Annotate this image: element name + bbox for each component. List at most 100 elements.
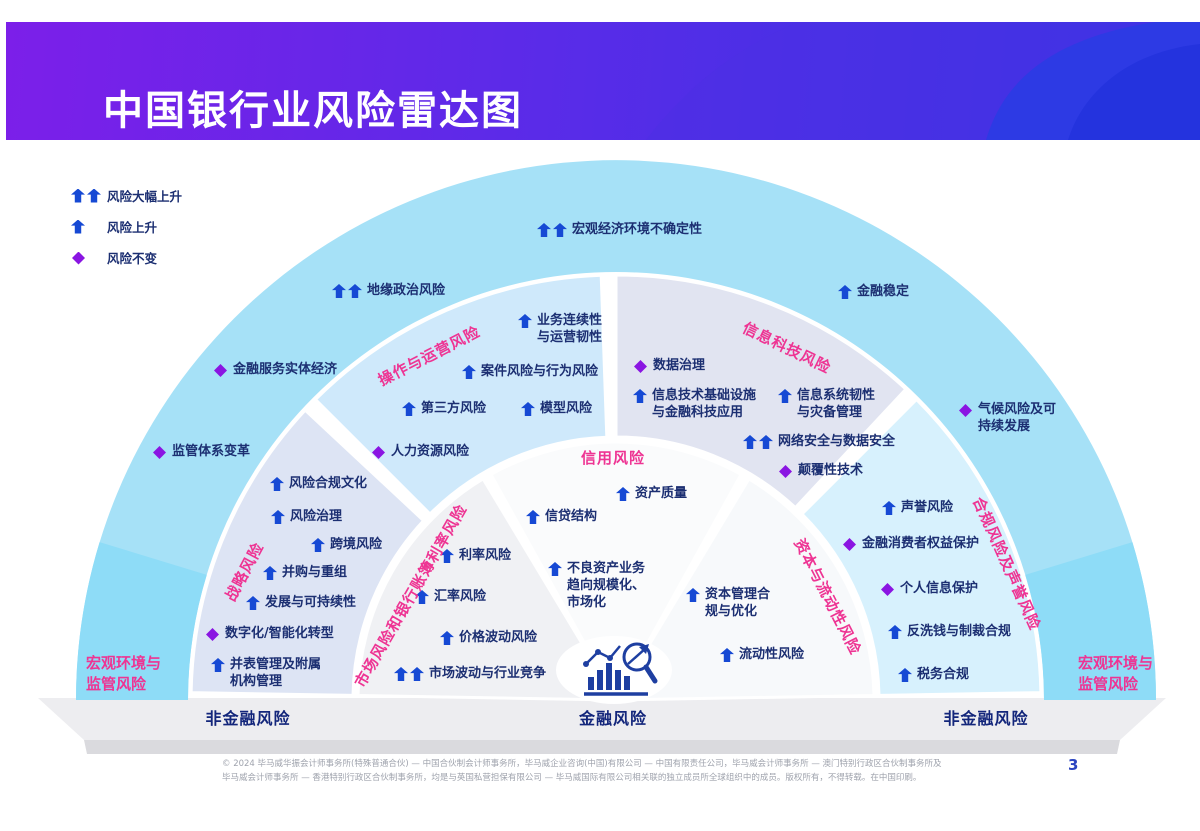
risk-item-case-conduct-risk: 案件风险与行为风险 (462, 364, 598, 381)
outer-ring-corner-left (76, 542, 207, 700)
risk-item-regulatory-system-reform: 监管体系变革 (152, 444, 250, 461)
legend-item-risk-up-sharply: 风险大幅上升 (71, 180, 182, 211)
risk-item-business-continuity: 业务连续性 与运营韧性 (518, 313, 602, 347)
risk-item-digital-transformation: 数字化/智能化转型 (205, 626, 334, 643)
risk-item-market-volatility-competition: 市场波动与行业竞争 (394, 666, 546, 683)
header-swirl-icon (1068, 44, 1200, 140)
risk-item-label: 市场波动与行业竞争 (429, 666, 547, 681)
sector-operational-risk (313, 273, 609, 517)
base-label-nonfinancial-right: 非金融风险 (943, 709, 1029, 728)
up-arrow-icon (402, 402, 416, 416)
base-platform-top (38, 698, 1166, 740)
risk-item-label: 不良资产业务 趋向规模化、 市场化 (567, 561, 646, 610)
risk-item-it-infrastructure-fintech: 信息技术基础设施 与金融科技应用 (633, 388, 756, 422)
diamond-icon (71, 251, 107, 265)
risk-item-geopolitical-risk: 地缘政治风险 (332, 283, 445, 300)
risk-item-label: 金融服务实体经济 (233, 362, 338, 377)
risk-item-aml-sanctions-compliance: 反洗钱与制裁合规 (888, 624, 1011, 641)
risk-item-label: 风险合规文化 (289, 476, 368, 491)
sector-compliance-reputation-risk (799, 397, 1043, 697)
risk-item-label: 汇率风险 (434, 589, 487, 604)
risk-item-consumer-protection: 金融消费者权益保护 (842, 536, 979, 553)
risk-item-system-resilience-disaster-recovery: 信息系统韧性 与灾备管理 (778, 388, 875, 422)
up-arrow-icon (521, 402, 535, 416)
double-up-arrow-icon (743, 435, 773, 449)
diamond-icon (842, 537, 857, 551)
risk-item-label: 流动性风险 (739, 647, 805, 662)
footer-line-2: 毕马威会计师事务所 — 香港特别行政区合伙制事务所，均是与英国私营担保有限公司 … (222, 773, 922, 783)
risk-item-label: 业务连续性 与运营韧性 (537, 313, 603, 345)
risk-item-label: 第三方风险 (421, 401, 487, 416)
legend-label: 风险上升 (107, 220, 158, 235)
legend-label: 风险不变 (107, 251, 158, 266)
risk-item-development-sustainability: 发展与可持续性 (246, 595, 356, 612)
risk-item-label: 利率风险 (459, 548, 512, 563)
risk-item-consolidated-management: 并表管理及附属 机构管理 (211, 657, 321, 691)
up-arrow-icon (633, 389, 647, 403)
risk-item-label: 案件风险与行为风险 (481, 364, 599, 379)
risk-item-label: 金融稳定 (857, 284, 910, 299)
risk-item-model-risk: 模型风险 (521, 401, 592, 418)
legend: 风险大幅上升 风险上升 风险不变 (71, 180, 182, 273)
risk-item-price-volatility-risk: 价格波动风险 (440, 630, 537, 647)
base-label-financial: 金融风险 (578, 709, 647, 728)
risk-item-label: 资本管理合 规与优化 (705, 587, 771, 619)
risk-item-risk-compliance-culture: 风险合规文化 (270, 476, 367, 493)
risk-item-tax-compliance: 税务合规 (898, 667, 969, 684)
up-arrow-icon (71, 219, 107, 234)
diamond-icon (880, 582, 895, 596)
risk-item-label: 地缘政治风险 (367, 283, 446, 298)
page-number: 3 (1068, 756, 1079, 774)
legend-item-risk-up: 风险上升 (71, 211, 182, 242)
sector-it-risk (614, 273, 909, 510)
up-arrow-icon (526, 510, 540, 524)
risk-item-human-resources-risk: 人力资源风险 (371, 444, 469, 461)
risk-item-label: 监管体系变革 (172, 444, 251, 459)
diamond-icon (633, 359, 648, 373)
risk-item-capital-management: 资本管理合 规与优化 (686, 587, 770, 621)
region-label-macro-environment-right: 宏观环境与 监管风险 (1078, 654, 1154, 693)
outer-ring-corner-right (1025, 542, 1156, 700)
risk-item-label: 数字化/智能化转型 (225, 626, 334, 641)
up-arrow-icon (211, 658, 225, 672)
diamond-icon (205, 627, 220, 641)
up-arrow-icon (882, 501, 896, 515)
risk-item-label: 跨境风险 (330, 537, 383, 552)
risk-item-label: 数据治理 (653, 358, 706, 373)
risk-item-label: 宏观经济环境不确定性 (572, 222, 703, 237)
diamond-icon (371, 445, 386, 459)
risk-item-liquidity-risk: 流动性风险 (720, 647, 804, 664)
sector-strategic-risk (189, 407, 426, 697)
chart-magnifier-icon (556, 636, 672, 704)
base-platform-front (84, 740, 1120, 754)
risk-item-finance-serving-real-economy: 金融服务实体经济 (213, 362, 337, 379)
risk-item-data-governance: 数据治理 (633, 358, 705, 375)
risk-item-label: 发展与可持续性 (265, 595, 357, 610)
risk-item-label: 并表管理及附属 机构管理 (230, 657, 322, 689)
risk-item-label: 声誉风险 (901, 500, 954, 515)
sector-credit-risk (488, 440, 744, 704)
region-label-macro-environment-left: 宏观环境与 监管风险 (86, 654, 162, 693)
footer-line-1: © 2024 毕马威华振会计师事务所(特殊普通合伙) — 中国合伙制会计师事务所… (222, 759, 942, 769)
up-arrow-icon (311, 538, 325, 552)
risk-item-financial-stability: 金融稳定 (838, 284, 909, 301)
risk-item-label: 人力资源风险 (391, 444, 470, 459)
up-arrow-icon (548, 562, 562, 576)
up-arrow-icon (440, 631, 454, 645)
double-up-arrow-icon (394, 667, 424, 681)
risk-item-credit-structure: 信贷结构 (526, 509, 597, 526)
diamond-icon (213, 363, 228, 377)
legend-label: 风险大幅上升 (107, 189, 183, 204)
up-arrow-icon (415, 590, 429, 604)
double-up-arrow-icon (537, 223, 567, 237)
up-arrow-icon (518, 314, 532, 328)
sector-label-credit-risk: 信用风险 (580, 449, 645, 467)
page-title: 中国银行业风险雷达图 (103, 88, 523, 134)
risk-item-climate-sustainability: 气候风险及可 持续发展 (958, 402, 1056, 436)
double-up-arrow-icon (71, 188, 107, 203)
up-arrow-icon (462, 365, 476, 379)
up-arrow-icon (440, 549, 454, 563)
header-banner: 中国银行业风险雷达图 (6, 22, 1200, 140)
